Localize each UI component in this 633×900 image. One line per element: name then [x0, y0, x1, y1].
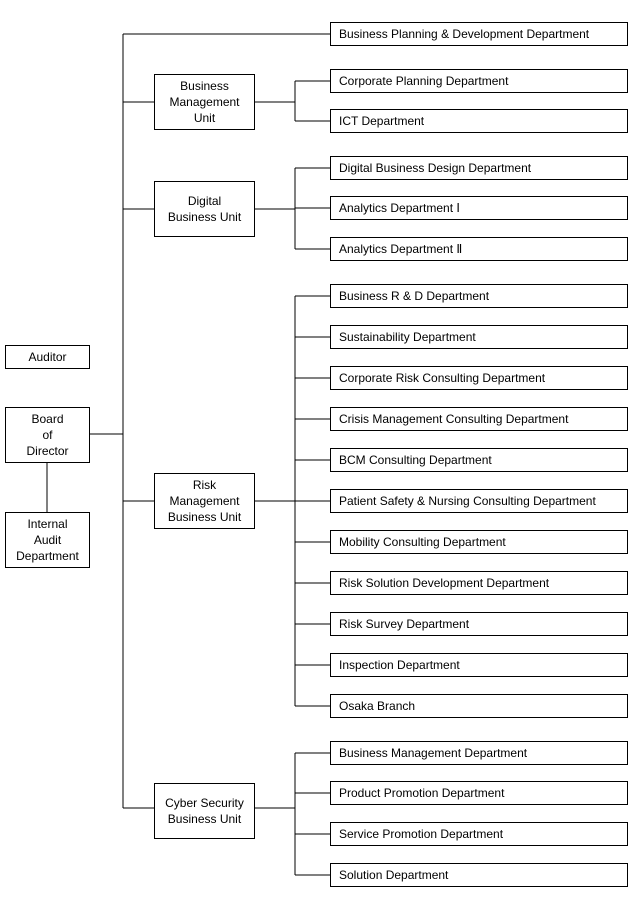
auditor-box: Auditor — [5, 345, 90, 369]
department-box: Service Promotion Department — [330, 822, 628, 846]
department-box: Risk Survey Department — [330, 612, 628, 636]
department-box: ICT Department — [330, 109, 628, 133]
department-box: Patient Safety & Nursing Consulting Depa… — [330, 489, 628, 513]
unit-label: Digital Business Unit — [167, 194, 242, 224]
department-box: Business R & D Department — [330, 284, 628, 308]
department-label: Product Promotion Department — [339, 786, 505, 800]
department-label: Risk Solution Development Department — [339, 576, 550, 590]
board-of-director-box: Board of Director — [5, 407, 90, 463]
department-box: Business Management Department — [330, 741, 628, 765]
department-box: Corporate Planning Department — [330, 69, 628, 93]
unit-box-cyber-security: Cyber Security Business Unit — [154, 783, 255, 839]
department-label: ICT Department — [339, 114, 425, 128]
department-box: Crisis Management Consulting Department — [330, 407, 628, 431]
department-box: Solution Department — [330, 863, 628, 887]
department-label: Corporate Risk Consulting Department — [339, 371, 546, 385]
department-label: Solution Department — [339, 868, 449, 882]
department-label: Analytics Department Ⅱ — [339, 242, 463, 256]
internal-audit-label: Internal Audit Department — [16, 517, 79, 563]
unit-box-risk-management: Risk Management Business Unit — [154, 473, 255, 529]
department-label: Business Planning & Development Departme… — [339, 27, 590, 41]
department-label: Service Promotion Department — [339, 827, 504, 841]
unit-box-business-management: Business Management Unit — [154, 74, 255, 130]
department-label: Analytics Department Ⅰ — [339, 201, 460, 215]
department-label: Corporate Planning Department — [339, 74, 509, 88]
unit-label: Cyber Security Business Unit — [165, 796, 244, 826]
department-label: Osaka Branch — [339, 699, 416, 713]
department-box: Analytics Department Ⅰ — [330, 196, 628, 220]
department-label: Business Management Department — [339, 746, 528, 760]
department-label: Mobility Consulting Department — [339, 535, 506, 549]
auditor-label: Auditor — [28, 350, 67, 364]
department-box: Osaka Branch — [330, 694, 628, 718]
department-box: Business Planning & Development Departme… — [330, 22, 628, 46]
department-label: Business R & D Department — [339, 289, 490, 303]
department-box: Inspection Department — [330, 653, 628, 677]
department-box: Corporate Risk Consulting Department — [330, 366, 628, 390]
internal-audit-box: Internal Audit Department — [5, 512, 90, 568]
department-label: Risk Survey Department — [339, 617, 470, 631]
department-box: Analytics Department Ⅱ — [330, 237, 628, 261]
department-box: Product Promotion Department — [330, 781, 628, 805]
department-label: Sustainability Department — [339, 330, 476, 344]
department-label: Digital Business Design Department — [339, 161, 532, 175]
department-label: BCM Consulting Department — [339, 453, 492, 467]
unit-box-digital-business: Digital Business Unit — [154, 181, 255, 237]
department-box: BCM Consulting Department — [330, 448, 628, 472]
department-box: Risk Solution Development Department — [330, 571, 628, 595]
department-label: Inspection Department — [339, 658, 460, 672]
department-box: Mobility Consulting Department — [330, 530, 628, 554]
board-of-director-label: Board of Director — [26, 412, 69, 458]
department-label: Patient Safety & Nursing Consulting Depa… — [339, 494, 596, 508]
unit-label: Risk Management Business Unit — [167, 478, 242, 524]
department-label: Crisis Management Consulting Department — [339, 412, 569, 426]
unit-label: Business Management Unit — [169, 79, 240, 125]
department-box: Sustainability Department — [330, 325, 628, 349]
department-box: Digital Business Design Department — [330, 156, 628, 180]
